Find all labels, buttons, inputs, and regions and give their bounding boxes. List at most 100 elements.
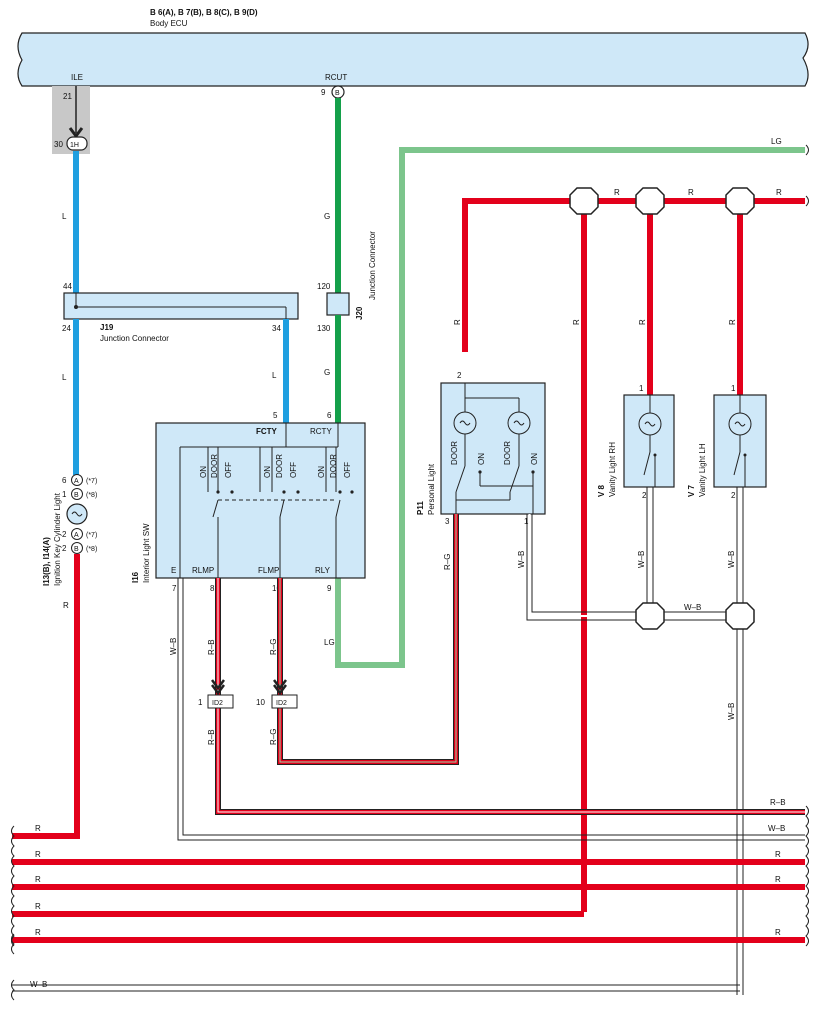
j19-pin-44: 44 <box>63 282 72 291</box>
wire-label-r-v7: R <box>728 319 737 325</box>
j20-pin-130: 130 <box>317 324 331 333</box>
j20-code: J20 <box>355 306 364 320</box>
wire-r-ign <box>12 554 80 839</box>
ecu-name-label: Body ECU <box>150 19 188 28</box>
wire-label-lg: LG <box>324 638 335 647</box>
i16-e: E <box>171 566 176 575</box>
ign-pin-2b: 2 <box>62 544 67 553</box>
v7-pin-1: 1 <box>731 384 736 393</box>
junction-1h-code: 1H <box>70 142 79 149</box>
i16-off-2: OFF <box>289 462 298 478</box>
wire-label-r-t3: R <box>776 188 782 197</box>
connector-arrow <box>68 127 84 139</box>
wire-label-g-1: G <box>324 212 330 221</box>
id2-connector-1 <box>207 679 234 709</box>
v8-pin-2: 2 <box>642 491 647 500</box>
ign-conn-b1: B <box>74 492 79 499</box>
i16-pin-8: 8 <box>210 584 215 593</box>
i16-fcty: FCTY <box>256 427 278 436</box>
rcut-connector-code: B <box>335 90 340 97</box>
i16-switch-1 <box>207 447 234 578</box>
p11-pin-3: 3 <box>445 517 450 526</box>
p11-name: Personal Light <box>427 463 436 515</box>
wire-label-wb-v7b: W–B <box>727 703 736 720</box>
id2-pin-1: 1 <box>198 698 203 707</box>
i16-door-2: DOOR <box>275 454 284 478</box>
ign-note-7a: (*7) <box>86 478 97 485</box>
wire-label-rb-1: R–B <box>207 639 216 655</box>
ecu-pin-rcut: RCUT <box>325 73 347 82</box>
rcut-pin-num: 9 <box>321 88 326 97</box>
wire-label-r-ign: R <box>63 601 69 610</box>
ign-note-8b: (*8) <box>86 546 97 553</box>
v7-pin-2: 2 <box>731 491 736 500</box>
wire-label-rg-2: R–G <box>269 729 278 745</box>
wire-label-rb-2: R–B <box>207 729 216 745</box>
ile-pin-num: 21 <box>63 92 72 101</box>
j20-pin-120: 120 <box>317 282 331 291</box>
i16-on-2: ON <box>263 466 272 478</box>
i16-on-3: ON <box>317 466 326 478</box>
wire-label-r-t2: R <box>688 188 694 197</box>
i16-rlmp: RLMP <box>192 566 214 575</box>
wire-label-r-mid: R <box>572 319 581 325</box>
p11-code: P11 <box>416 501 425 515</box>
wire-label-r-b0: R <box>35 824 41 833</box>
wire-label-wb-p11: W–B <box>517 551 526 568</box>
id2-code-1: ID2 <box>212 700 223 707</box>
ignition-key-cylinder-light <box>66 474 88 554</box>
v8-pin-1: 1 <box>639 384 644 393</box>
j19-name: Junction Connector <box>100 334 169 343</box>
ign-codes: I13(B), I14(A) <box>42 537 51 586</box>
p11-on-1: ON <box>477 453 486 465</box>
wire-label-wb-v8: W–B <box>637 551 646 568</box>
ign-conn-a1: A <box>74 478 79 485</box>
wire-label-g-2: G <box>324 368 330 377</box>
i16-door-3: DOOR <box>329 454 338 478</box>
p11-personal-light <box>440 382 546 515</box>
wire-label-r-b3: R <box>35 902 41 911</box>
junction-nodes-wb <box>635 602 755 630</box>
i16-pin-9: 9 <box>327 584 332 593</box>
i16-door-1: DOOR <box>210 454 219 478</box>
i16-pin-10: 10 <box>272 584 281 593</box>
wire-label-rg-1: R–G <box>269 639 278 655</box>
wire-label-wb-h: W–B <box>684 603 701 612</box>
v8-vanity-light-rh <box>623 394 675 488</box>
ecu-pin-ile: ILE <box>71 73 83 82</box>
wire-label-l-3: L <box>272 371 277 380</box>
p11-bulb-right <box>507 411 531 435</box>
p11-bulb-left <box>453 411 477 435</box>
wire-wb-group <box>12 487 805 995</box>
j19-connector <box>63 292 299 320</box>
ign-note-7b: (*7) <box>86 532 97 539</box>
junction-nodes-top <box>569 187 755 215</box>
wire-label-wb-e: W–B <box>169 638 178 655</box>
v8-code: V 8 <box>597 484 606 497</box>
body-ecu-box <box>17 32 809 87</box>
i16-flmp: FLMP <box>258 566 279 575</box>
wire-label-rb-bus: R–B <box>770 798 786 807</box>
i16-switch-2 <box>259 447 300 578</box>
wire-label-lg-top: LG <box>771 137 782 146</box>
wire-label-r-b4: R <box>35 928 41 937</box>
p11-pin-2: 2 <box>457 371 462 380</box>
j20-name: Junction Connector <box>368 231 377 300</box>
i16-off-1: OFF <box>224 462 233 478</box>
i16-rcty: RCTY <box>310 427 332 436</box>
wire-rg <box>277 514 459 765</box>
ecu-connectors-label: B 6(A), B 7(B), B 8(C), B 9(D) <box>150 8 258 17</box>
ign-pin-6: 6 <box>62 476 67 485</box>
junction-1h <box>66 136 88 151</box>
i16-rly: RLY <box>315 566 331 575</box>
ign-note-8a: (*8) <box>86 492 97 499</box>
wire-label-r-p11: R <box>453 319 462 325</box>
p11-door-1: DOOR <box>450 441 459 465</box>
wire-label-wb-bus: W–B <box>768 824 785 833</box>
ign-name: Ignition Key Cylinder Light <box>53 492 62 586</box>
j19-pin-24: 24 <box>62 324 71 333</box>
wire-r-top <box>462 198 805 352</box>
wire-label-r-t1: R <box>614 188 620 197</box>
i16-pin-6: 6 <box>327 411 332 420</box>
